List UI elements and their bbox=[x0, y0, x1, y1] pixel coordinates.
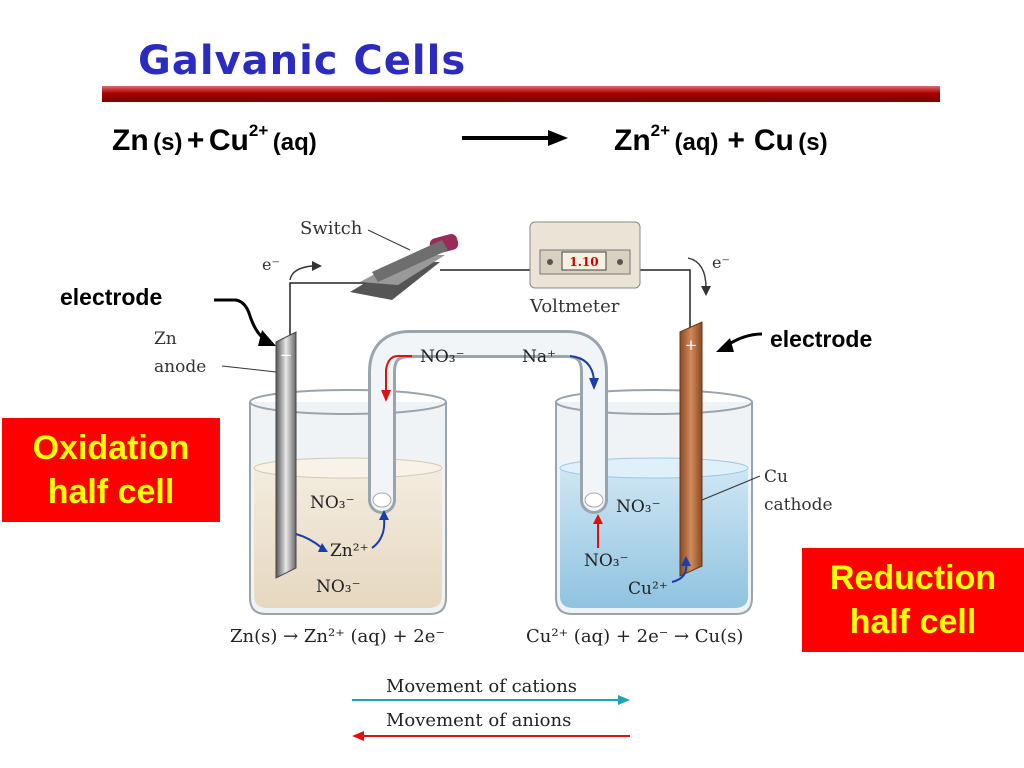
title-rule bbox=[102, 86, 940, 102]
left-no3-upper: NO₃⁻ bbox=[310, 493, 355, 513]
anode-label: anode bbox=[154, 357, 206, 377]
left-electrode-pointer bbox=[214, 298, 267, 342]
cathode-sign: + bbox=[685, 336, 698, 354]
reactant-cu-charge: 2+ bbox=[248, 121, 269, 140]
equation-reactants: Zn (s) + Cu2+ (aq) bbox=[112, 121, 317, 158]
equation-products: Zn2+ (aq) + Cu (s) bbox=[614, 121, 828, 158]
bridge-anion-label: NO₃⁻ bbox=[420, 347, 465, 367]
electron-label-right: e⁻ bbox=[712, 253, 730, 272]
page-title: Galvanic Cells bbox=[138, 38, 467, 84]
half-equation-reduction: Cu²⁺ (aq) + 2e⁻ → Cu(s) bbox=[526, 626, 743, 647]
reactant-cu: Cu bbox=[208, 124, 249, 157]
reduction-line1: Reduction bbox=[829, 559, 997, 597]
reactant-cu-state: (aq) bbox=[272, 129, 317, 156]
oxidation-half-cell-box: Oxidation half cell bbox=[2, 418, 220, 522]
reactant-zn: Zn bbox=[112, 124, 149, 157]
right-cu2: Cu²⁺ bbox=[628, 579, 668, 599]
product-cu-state: (s) bbox=[798, 129, 828, 156]
switch-icon bbox=[350, 233, 459, 300]
reduction-half-cell-box: Reduction half cell bbox=[802, 548, 1024, 652]
product-zn-charge: 2+ bbox=[650, 121, 671, 140]
voltmeter-label: Voltmeter bbox=[529, 296, 620, 317]
oxidation-line1: Oxidation bbox=[32, 429, 190, 467]
left-no3-lower: NO₃⁻ bbox=[316, 577, 361, 597]
wire-left bbox=[289, 282, 380, 345]
reduction-line2: half cell bbox=[849, 603, 977, 641]
reactant-zn-state: (s) bbox=[153, 129, 183, 156]
zinc-electrode bbox=[275, 331, 297, 579]
cathode-label: cathode bbox=[764, 495, 833, 515]
left-electrode-callout: electrode bbox=[60, 284, 163, 310]
half-equation-oxidation: Zn(s) → Zn²⁺ (aq) + 2e⁻ bbox=[230, 626, 445, 647]
right-electrode-callout: electrode bbox=[770, 326, 873, 352]
product-zn-state: (aq) bbox=[674, 129, 719, 156]
right-no3-upper: NO₃⁻ bbox=[616, 497, 661, 517]
plus-sign: + bbox=[186, 124, 205, 157]
copper-electrode bbox=[679, 321, 703, 577]
switch-label: Switch bbox=[300, 218, 363, 239]
right-no3-lower: NO₃⁻ bbox=[584, 551, 629, 571]
cu-label: Cu bbox=[764, 467, 788, 487]
reaction-arrow bbox=[462, 130, 568, 146]
left-zn2: Zn²⁺ bbox=[330, 541, 369, 561]
product-cu: Cu bbox=[753, 124, 794, 157]
bridge-cation-label: Na⁺ bbox=[522, 347, 556, 367]
zn-label: Zn bbox=[154, 329, 177, 349]
product-zn: Zn bbox=[614, 124, 651, 157]
oxidation-line2: half cell bbox=[47, 473, 175, 511]
legend-cations-label: Movement of cations bbox=[386, 676, 577, 697]
legend-anions-label: Movement of anions bbox=[386, 710, 571, 731]
plus-sign-2: + bbox=[727, 124, 745, 157]
voltmeter-reading: 1.10 bbox=[569, 255, 598, 269]
electron-label-left: e⁻ bbox=[262, 255, 280, 274]
voltmeter-icon: 1.10 bbox=[529, 221, 641, 289]
anode-sign: − bbox=[280, 346, 293, 364]
wire-right bbox=[640, 269, 691, 330]
